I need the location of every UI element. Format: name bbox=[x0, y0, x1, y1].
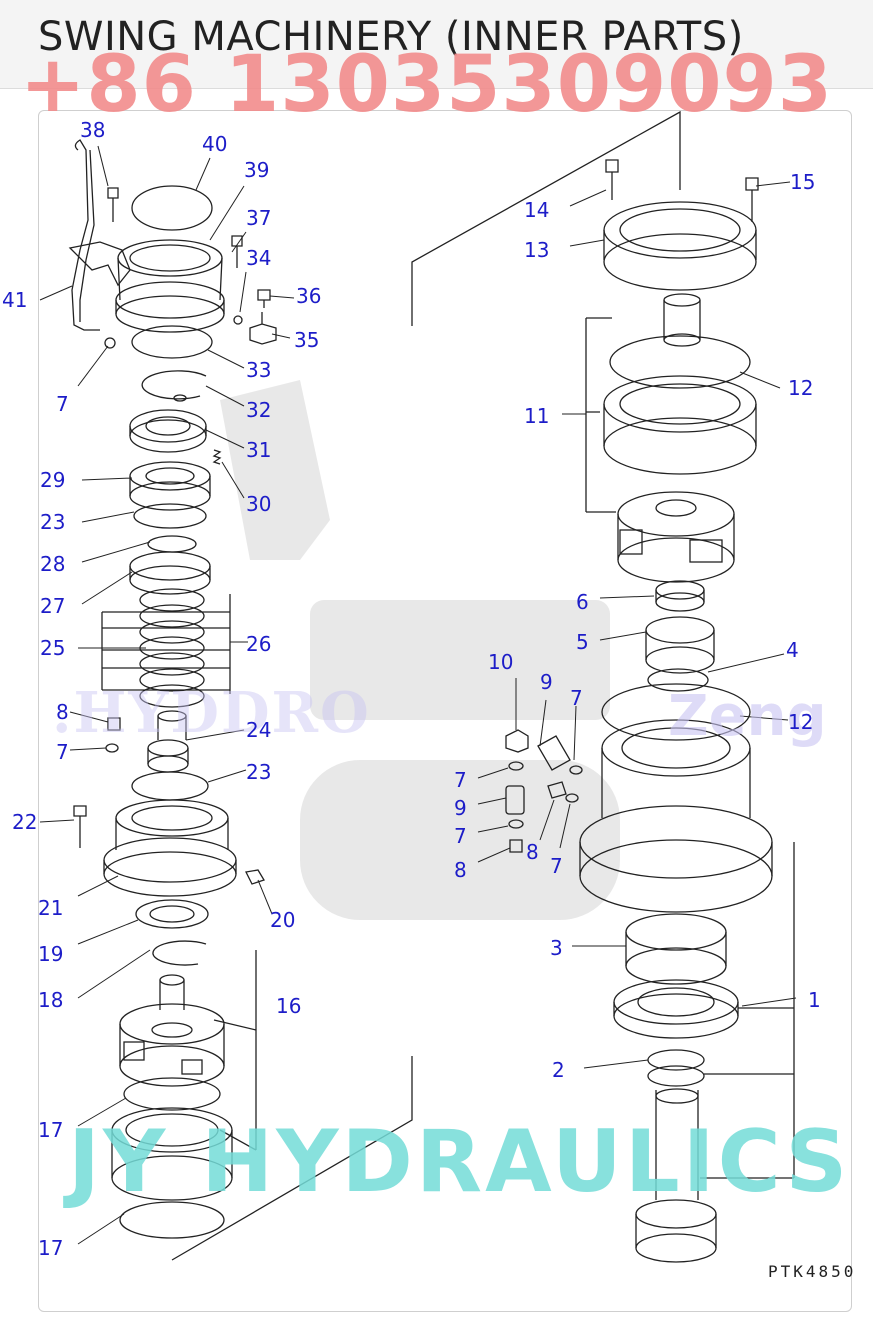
part-number-25: 25 bbox=[40, 636, 66, 660]
part-number-28: 28 bbox=[40, 552, 66, 576]
part-number-10: 10 bbox=[488, 650, 514, 674]
part-number-7: 7 bbox=[454, 768, 467, 792]
part-number-9: 9 bbox=[540, 670, 553, 694]
part-number-8: 8 bbox=[56, 700, 69, 724]
part-number-14: 14 bbox=[524, 198, 550, 222]
part-number-12: 12 bbox=[788, 710, 814, 734]
part-number-36: 36 bbox=[296, 284, 322, 308]
page-title: SWING MACHINERY (INNER PARTS) bbox=[38, 14, 744, 60]
part-number-33: 33 bbox=[246, 358, 272, 382]
part-number-7: 7 bbox=[570, 686, 583, 710]
part-number-37: 37 bbox=[246, 206, 272, 230]
brand-watermark: JY HYDRAULICS bbox=[68, 1112, 851, 1212]
part-number-4: 4 bbox=[786, 638, 799, 662]
part-number-31: 31 bbox=[246, 438, 272, 462]
watermark-hydro-text: .HYDDRO bbox=[52, 680, 371, 746]
part-number-7: 7 bbox=[550, 854, 563, 878]
part-number-23: 23 bbox=[246, 760, 272, 784]
part-number-9: 9 bbox=[454, 796, 467, 820]
part-number-26: 26 bbox=[246, 632, 272, 656]
part-number-40: 40 bbox=[202, 132, 228, 156]
part-number-8: 8 bbox=[454, 858, 467, 882]
part-number-7: 7 bbox=[56, 392, 69, 416]
part-number-6: 6 bbox=[576, 590, 589, 614]
part-number-21: 21 bbox=[38, 896, 64, 920]
watermark-excavator-icon bbox=[220, 380, 620, 920]
part-number-23: 23 bbox=[40, 510, 66, 534]
part-number-34: 34 bbox=[246, 246, 272, 270]
part-number-24: 24 bbox=[246, 718, 272, 742]
header-bar bbox=[0, 0, 873, 89]
part-number-8: 8 bbox=[526, 840, 539, 864]
part-number-41: 41 bbox=[2, 288, 28, 312]
part-number-29: 29 bbox=[40, 468, 66, 492]
phone-watermark: +86 13035309093 bbox=[20, 40, 834, 130]
part-number-27: 27 bbox=[40, 594, 66, 618]
part-number-7: 7 bbox=[56, 740, 69, 764]
part-number-17: 17 bbox=[38, 1118, 64, 1142]
part-number-12: 12 bbox=[788, 376, 814, 400]
part-number-7: 7 bbox=[454, 824, 467, 848]
part-number-3: 3 bbox=[550, 936, 563, 960]
part-number-30: 30 bbox=[246, 492, 272, 516]
part-number-5: 5 bbox=[576, 630, 589, 654]
part-number-38: 38 bbox=[80, 118, 106, 142]
part-number-32: 32 bbox=[246, 398, 272, 422]
part-number-18: 18 bbox=[38, 988, 64, 1012]
part-number-15: 15 bbox=[790, 170, 816, 194]
part-number-20: 20 bbox=[270, 908, 296, 932]
part-number-2: 2 bbox=[552, 1058, 565, 1082]
part-number-17: 17 bbox=[38, 1236, 64, 1260]
part-number-16: 16 bbox=[276, 994, 302, 1018]
part-number-39: 39 bbox=[244, 158, 270, 182]
part-number-13: 13 bbox=[524, 238, 550, 262]
part-number-11: 11 bbox=[524, 404, 550, 428]
watermark-zeng-text: Zeng bbox=[668, 684, 827, 749]
drawing-code: PTK4850 bbox=[768, 1262, 857, 1281]
part-number-1: 1 bbox=[808, 988, 821, 1012]
part-number-22: 22 bbox=[12, 810, 38, 834]
part-number-19: 19 bbox=[38, 942, 64, 966]
part-number-35: 35 bbox=[294, 328, 320, 352]
